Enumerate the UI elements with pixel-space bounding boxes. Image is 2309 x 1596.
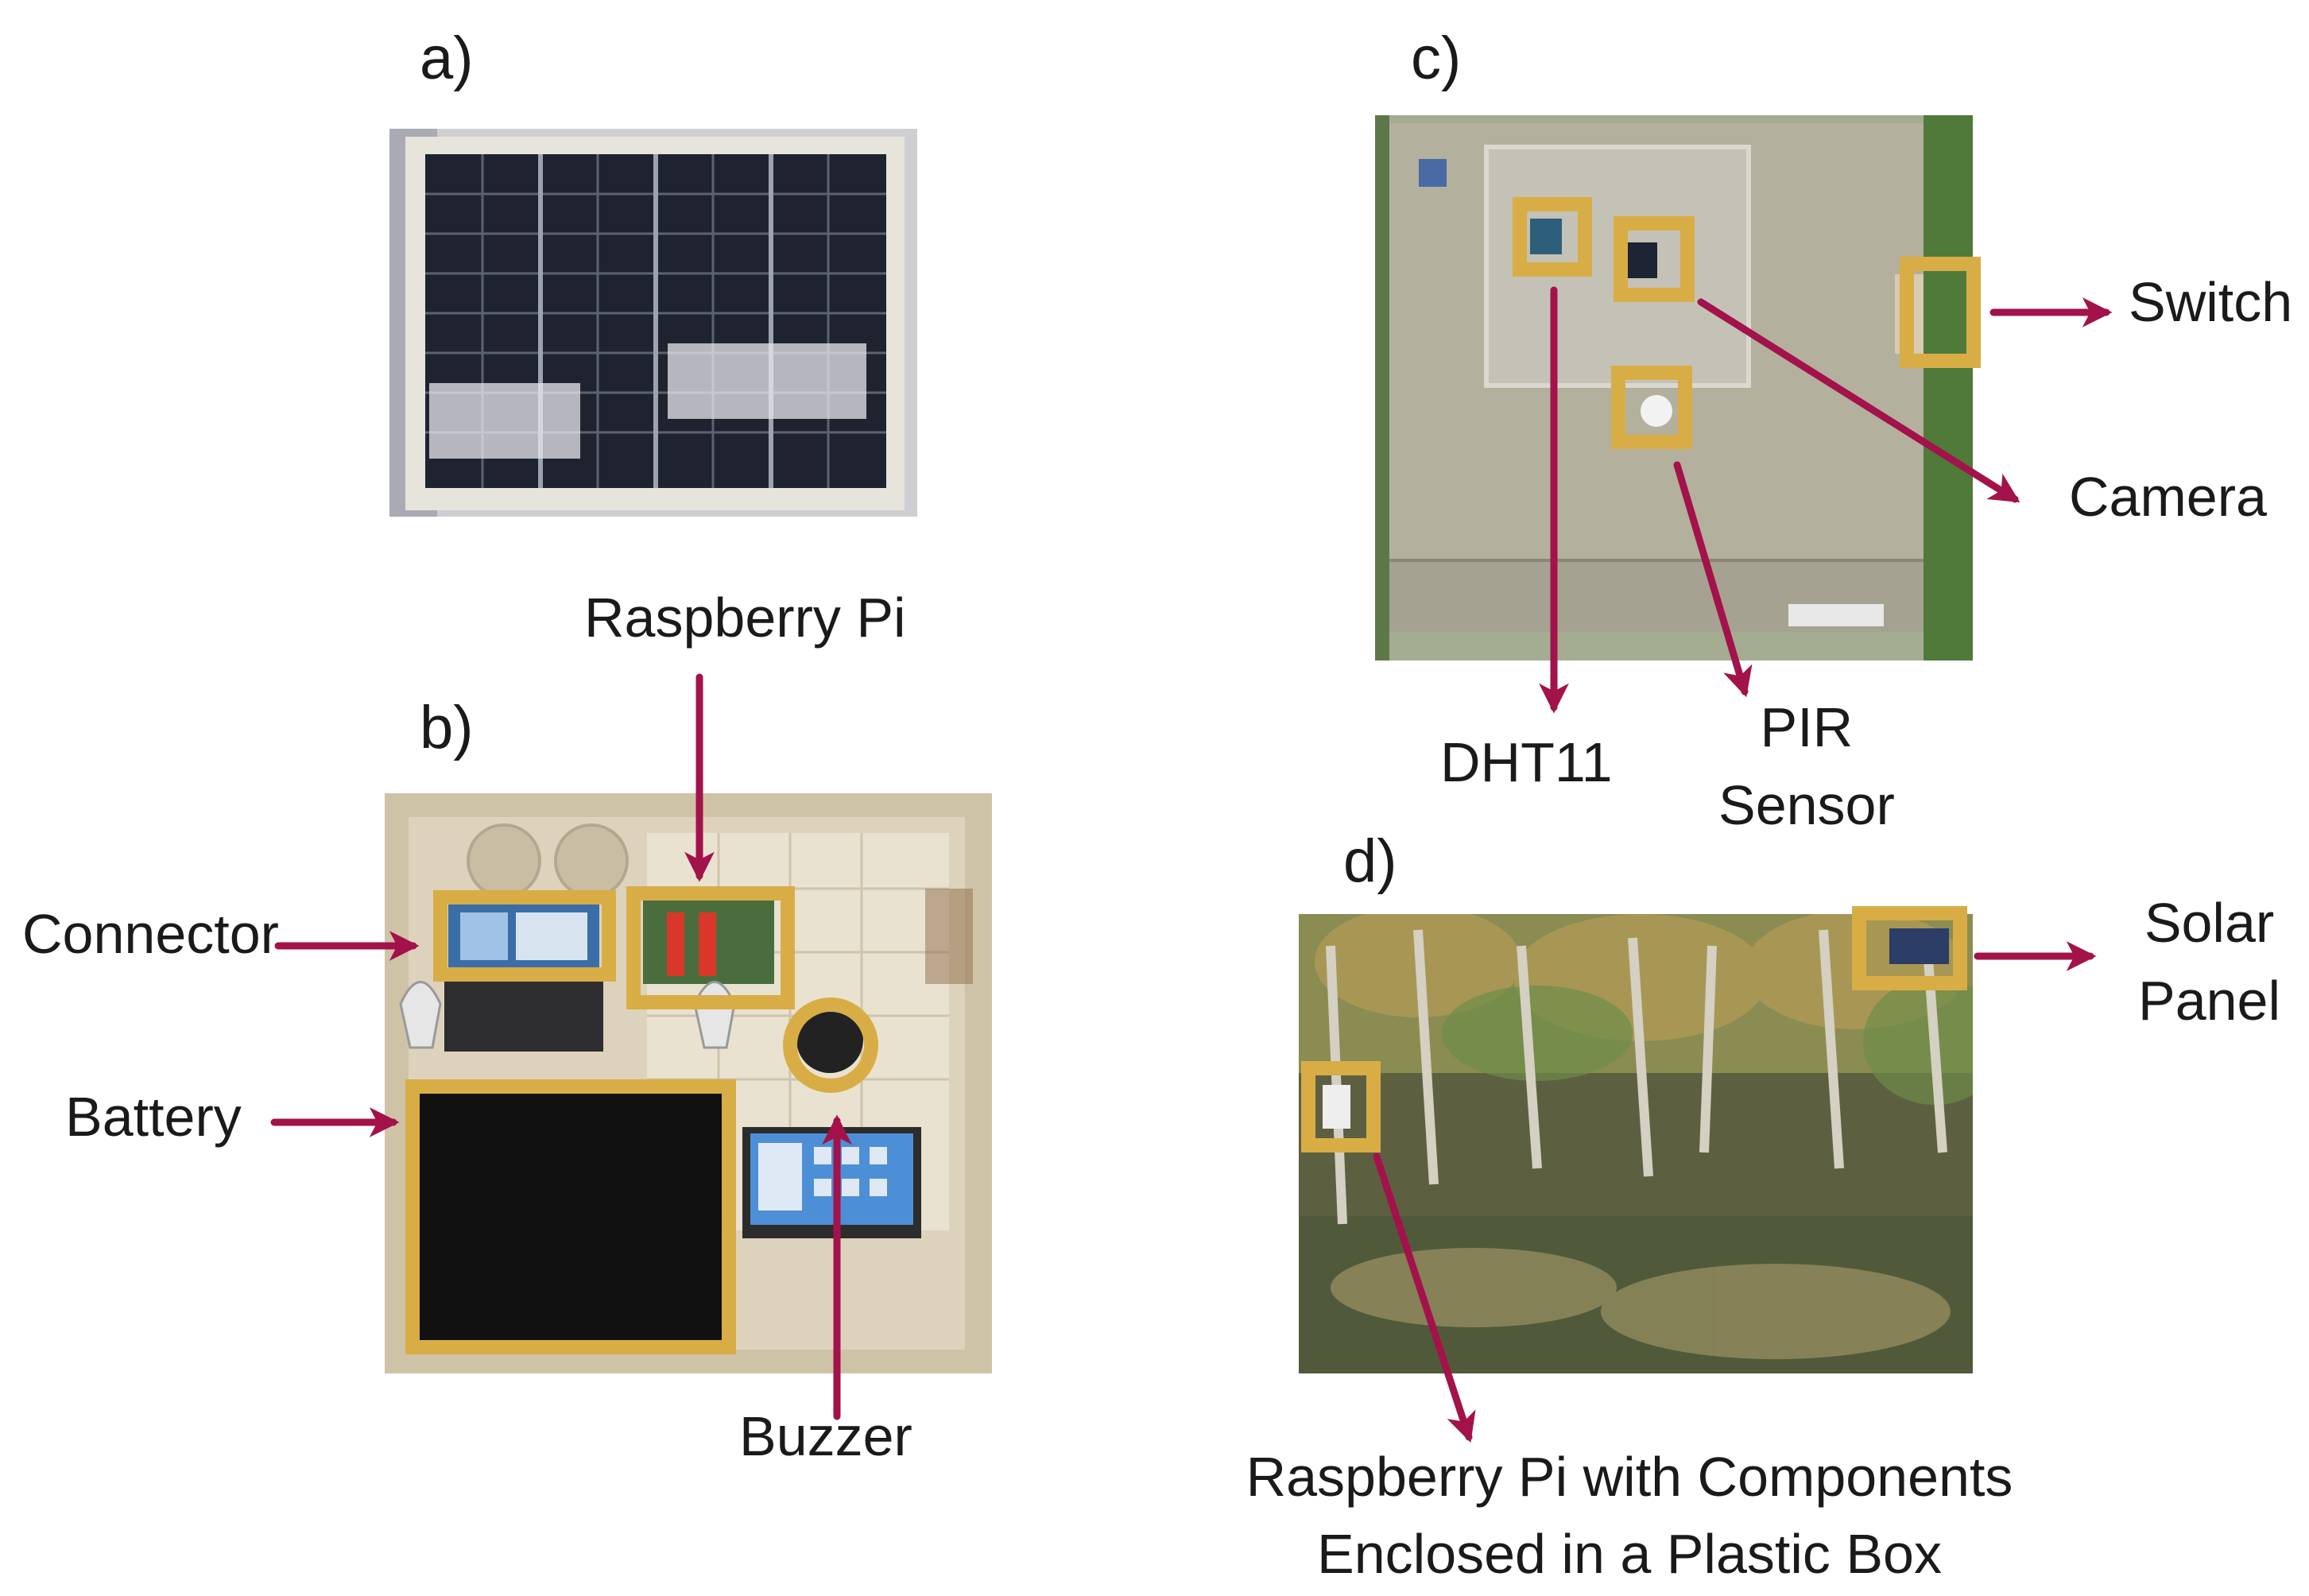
camera-label: Camera: [2069, 466, 2267, 528]
camera-highlight-box: [1614, 216, 1695, 302]
raspberry-pi-highlight-box: [626, 886, 795, 1009]
dht11-highlight-box: [1513, 197, 1592, 277]
solar-panel-label-line2: Panel: [2138, 970, 2281, 1032]
pir-sensor-label-line2: Sensor: [1718, 774, 1895, 836]
battery-highlight-box: [405, 1079, 736, 1354]
plastic-box-highlight-box: [1301, 1061, 1381, 1152]
plastic-box-label-line2: Enclosed in a Plastic Box: [1317, 1522, 1942, 1585]
pir-sensor-label: PIR Sensor: [1718, 688, 1895, 844]
panel-label-a: a): [420, 25, 474, 92]
solar-panel-label-line1: Solar: [2144, 892, 2275, 954]
battery-label: Battery: [65, 1086, 242, 1148]
buzzer-highlight-box: [783, 998, 878, 1093]
solar-panel-highlight-box: [1852, 906, 1967, 990]
dht11-label: DHT11: [1440, 731, 1613, 793]
pir-sensor-label-line1: PIR: [1760, 696, 1854, 758]
raspberry-pi-label: Raspberry Pi: [584, 587, 906, 649]
plastic-box-label: Raspberry Pi with Components Enclosed in…: [1240, 1439, 2019, 1592]
solar-panel-label: Solar Panel: [2138, 884, 2280, 1040]
panel-label-b: b): [420, 694, 474, 761]
panel-label-d: d): [1343, 827, 1397, 895]
buzzer-label: Buzzer: [739, 1405, 912, 1467]
connector-label: Connector: [22, 903, 279, 965]
switch-label: Switch: [2129, 271, 2293, 333]
plastic-box-label-line1: Raspberry Pi with Components: [1246, 1446, 2013, 1508]
switch-highlight-box: [1900, 257, 1981, 368]
solar-panel-photo: [389, 129, 917, 517]
panel-label-c: c): [1411, 25, 1462, 92]
pir-sensor-highlight-box: [1611, 366, 1692, 449]
connector-highlight-box: [433, 890, 616, 982]
